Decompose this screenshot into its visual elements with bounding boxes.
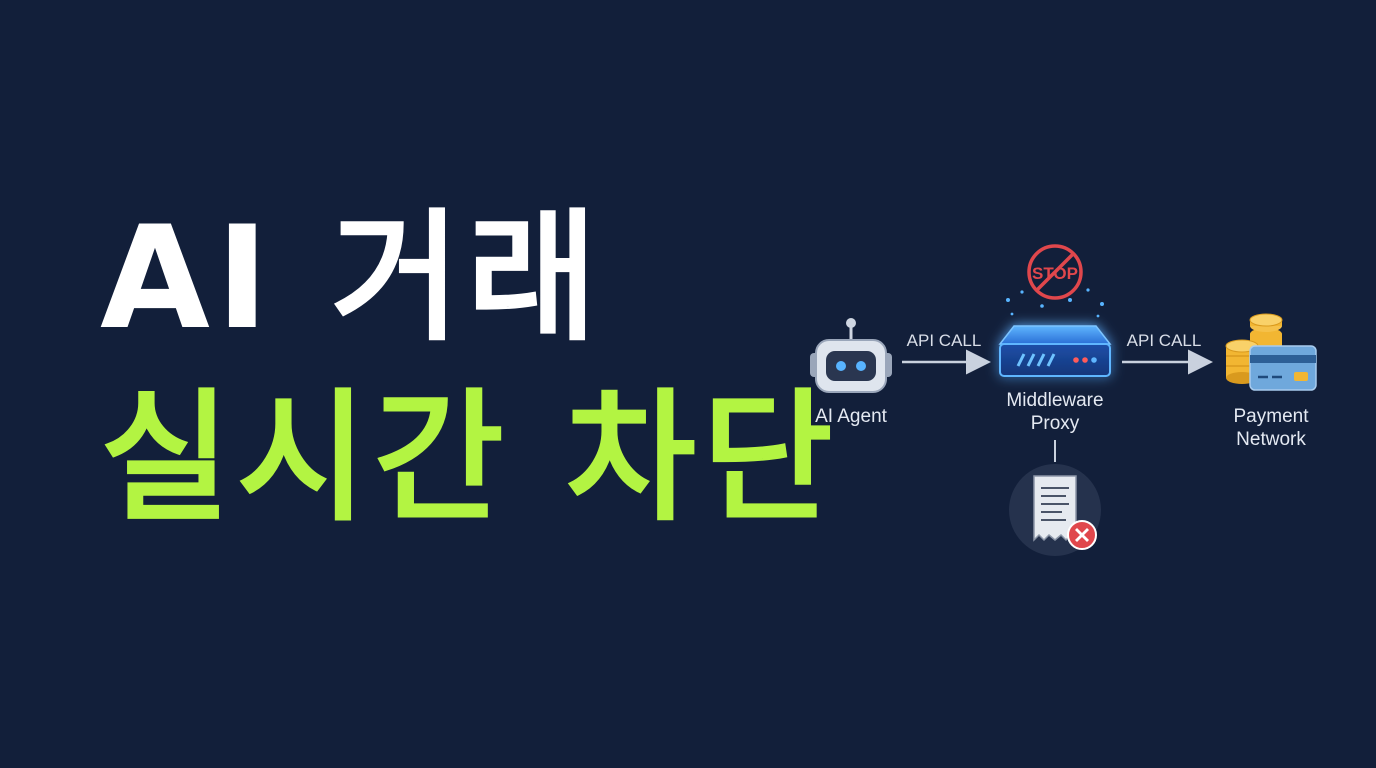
server-icon	[998, 288, 1112, 377]
rejected-receipt-icon	[1009, 464, 1101, 556]
node-label-proxy-line-2: Proxy	[1030, 413, 1080, 434]
stop-sign-text: STOP	[1032, 264, 1078, 283]
edge-label-agent-to-proxy: API CALL	[906, 331, 982, 350]
node-label-payment-line-1: Payment	[1233, 406, 1309, 427]
headline-line-2: 실시간 차단	[100, 376, 839, 541]
edge-label-proxy-to-payment: API CALL	[1126, 331, 1202, 350]
headline-line-1: AI 거래	[100, 196, 604, 361]
robot-icon	[810, 318, 892, 393]
stop-sign-icon: STOP	[1027, 244, 1083, 300]
node-label-agent: AI Agent	[815, 406, 887, 427]
node-label-proxy-line-1: Middleware	[1006, 390, 1104, 411]
node-label-payment-line-2: Network	[1236, 429, 1306, 450]
coins-card-icon	[1225, 313, 1317, 391]
